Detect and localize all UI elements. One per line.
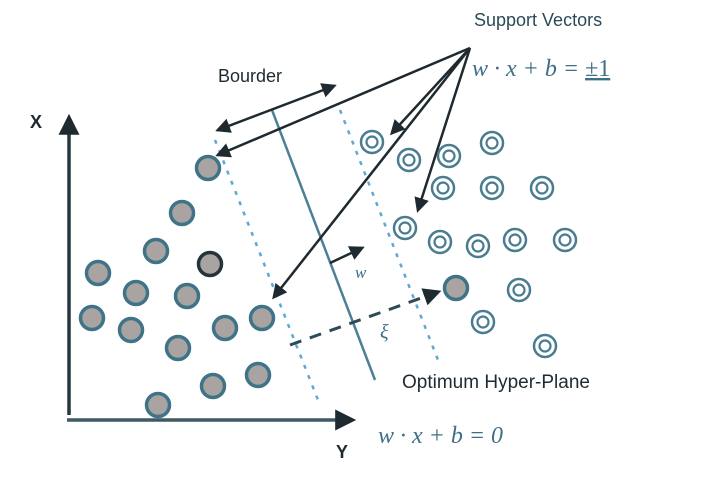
filled-circle-points	[78, 154, 470, 419]
ring-point	[430, 175, 456, 201]
data-point	[144, 391, 172, 419]
ring-point	[359, 129, 385, 155]
support-vector-arrows	[215, 46, 472, 300]
data-point	[248, 304, 276, 332]
xi-label: ξ	[380, 321, 389, 343]
support-eq-lhs: w · x + b =	[472, 56, 585, 82]
ring-point	[502, 227, 528, 253]
support-vectors-equation: w · x + b = ±1	[472, 56, 610, 82]
sv-arrow-1	[215, 46, 471, 158]
sv-arrow-3	[389, 47, 471, 136]
support-vectors-label: Support Vectors	[474, 10, 602, 30]
ring-point	[427, 229, 453, 255]
data-point	[117, 316, 145, 344]
data-point	[244, 361, 272, 389]
axis-y-label: Y	[336, 442, 348, 462]
ring-point	[436, 143, 462, 169]
data-point	[164, 334, 192, 362]
hyperplane-equation: w · x + b = 0	[378, 423, 503, 449]
ring-point	[479, 175, 505, 201]
ringed-circle-points	[359, 129, 578, 359]
data-point	[78, 304, 106, 332]
data-point	[211, 314, 239, 342]
ring-point	[470, 309, 496, 335]
ring-point	[552, 227, 578, 253]
margin-lines	[213, 109, 442, 406]
data-point	[196, 250, 224, 278]
sv-arrow-4	[414, 47, 472, 213]
w-vector-arrow	[329, 246, 365, 265]
ring-point	[506, 277, 532, 303]
margin-line-left	[213, 139, 322, 406]
margin-line-right	[338, 109, 442, 366]
data-point	[84, 259, 112, 287]
optimum-hyperplane-line	[270, 109, 377, 381]
data-point-misclassified	[442, 274, 470, 302]
data-point	[173, 282, 201, 310]
support-eq-rhs: ±1	[585, 56, 610, 82]
ring-point	[532, 333, 558, 359]
axis-x-label: X	[30, 112, 42, 132]
data-point	[142, 237, 170, 265]
optimum-hyperplane-label: Optimum Hyper-Plane	[402, 372, 590, 393]
sv-arrow-2	[272, 47, 471, 300]
data-point	[199, 372, 227, 400]
slack-dashed-line	[289, 288, 442, 347]
border-double-arrow	[215, 83, 337, 133]
w-vector-label: w	[355, 263, 367, 282]
ring-point	[392, 215, 418, 241]
ring-point	[396, 147, 422, 173]
ring-point	[529, 175, 555, 201]
data-point	[122, 279, 150, 307]
ring-point	[479, 130, 505, 156]
border-label: Bourder	[218, 66, 282, 86]
ring-point	[465, 233, 491, 259]
data-point	[168, 199, 196, 227]
data-point	[194, 154, 222, 182]
axes: X Y	[30, 112, 357, 462]
